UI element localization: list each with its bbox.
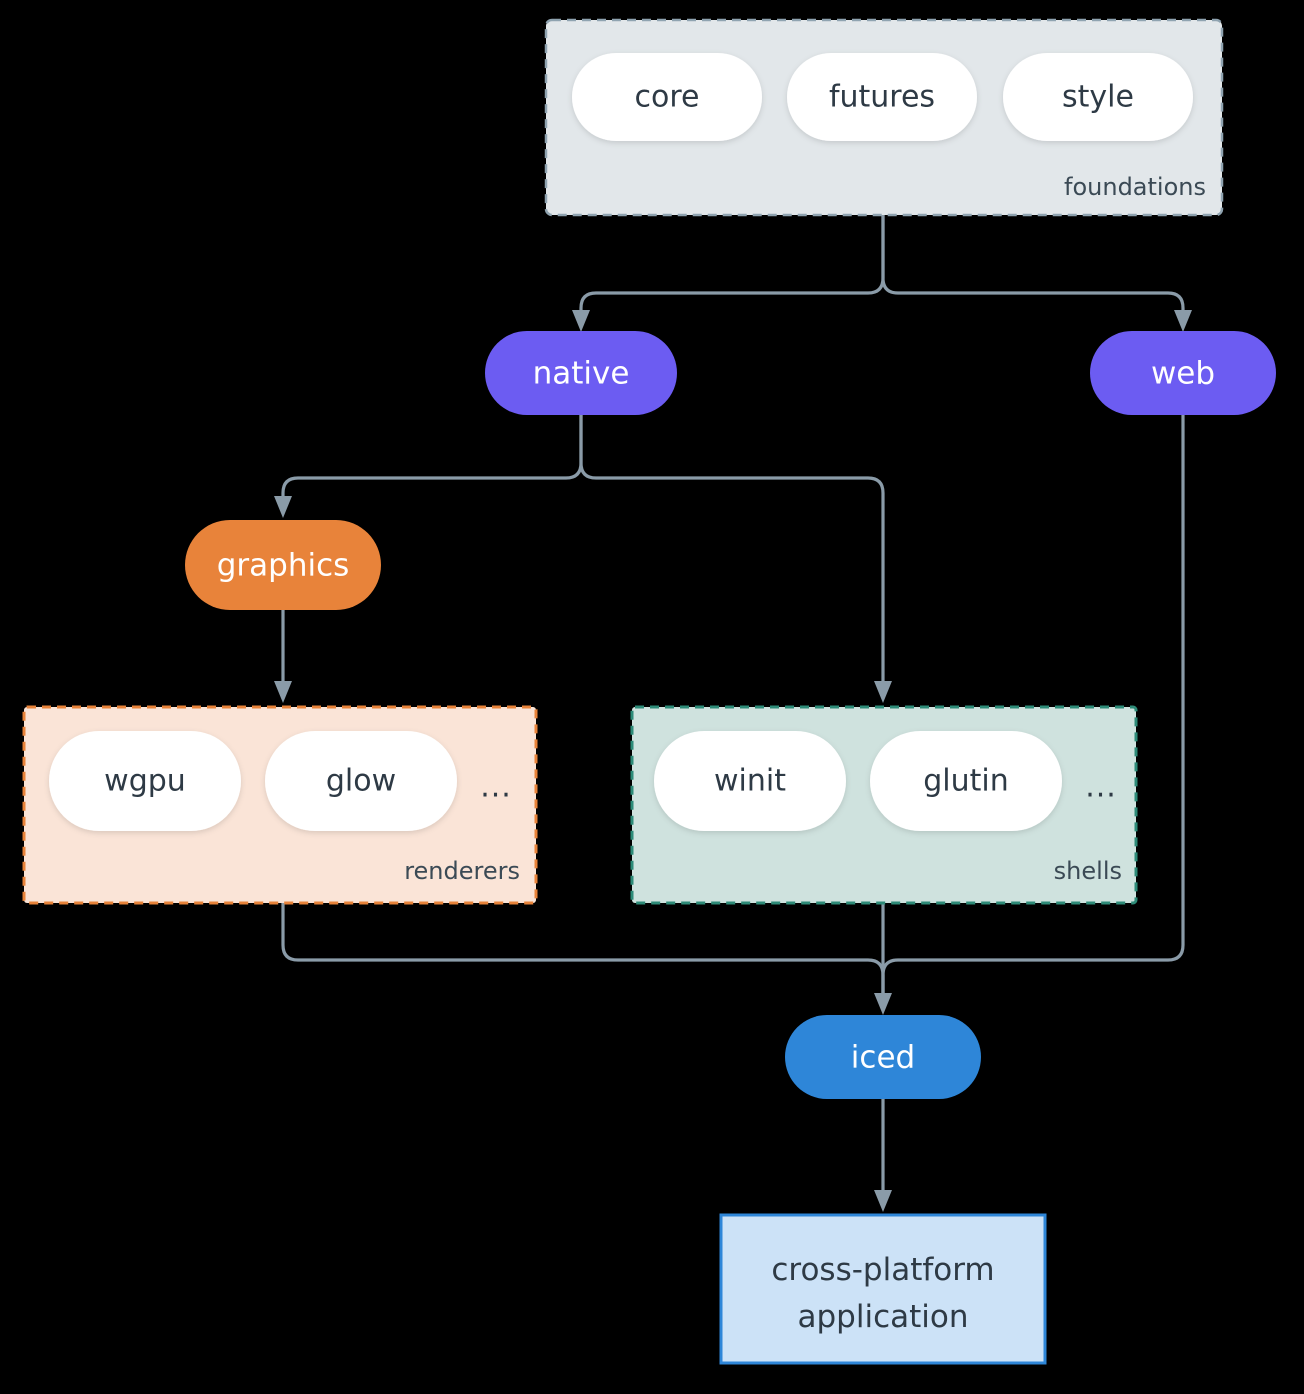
node-cross-platform-application[interactable]: cross-platform application — [719, 1213, 1047, 1365]
node-application-label-line1: cross-platform — [771, 1252, 994, 1288]
node-web[interactable]: web — [1090, 331, 1276, 415]
node-web-label: web — [1151, 356, 1215, 392]
node-core[interactable]: core — [572, 53, 762, 141]
edge-foundations-to-web — [881, 213, 1185, 320]
arrowhead-native-graphics — [274, 496, 292, 518]
node-futures-label: futures — [829, 80, 935, 115]
node-wgpu-label: wgpu — [104, 764, 186, 799]
cluster-renderers-label: renderers — [404, 857, 520, 885]
cluster-foundations[interactable]: core futures style foundations — [544, 18, 1224, 217]
arrowhead-foundations-web — [1174, 310, 1192, 332]
node-iced-label: iced — [851, 1040, 915, 1076]
node-core-shape — [572, 53, 762, 141]
node-web-shape — [1090, 331, 1276, 415]
edge-layer — [274, 213, 1192, 1212]
node-winit-label: winit — [714, 764, 786, 799]
node-application-shape — [719, 1213, 1047, 1365]
node-winit[interactable]: winit — [654, 731, 846, 831]
node-glow-shape — [265, 731, 457, 831]
node-core-label: core — [635, 80, 700, 115]
arrowhead-to-iced — [874, 993, 892, 1015]
node-wgpu[interactable]: wgpu — [49, 731, 241, 831]
edge-native-to-shells — [579, 413, 885, 689]
cluster-shells-label: shells — [1054, 857, 1122, 885]
cluster-foundations-label: foundations — [1064, 173, 1206, 201]
arrowhead-foundations-native — [572, 310, 590, 332]
node-style-shape — [1003, 53, 1193, 141]
node-winit-shape — [654, 731, 846, 831]
node-native-label: native — [533, 356, 630, 392]
cluster-renderers[interactable]: wgpu glow ... renderers — [22, 705, 538, 905]
node-graphics-label: graphics — [217, 548, 350, 584]
node-iced[interactable]: iced — [785, 1015, 981, 1099]
node-glutin-shape — [870, 731, 1062, 831]
node-style[interactable]: style — [1003, 53, 1193, 141]
node-iced-shape — [785, 1015, 981, 1099]
shells-ellipsis: ... — [1085, 770, 1117, 805]
node-futures[interactable]: futures — [787, 53, 977, 141]
node-application-label-line2: application — [798, 1299, 969, 1335]
node-wgpu-shape — [49, 731, 241, 831]
node-native[interactable]: native — [485, 331, 677, 415]
node-style-label: style — [1062, 80, 1134, 115]
cluster-shells[interactable]: winit glutin ... shells — [630, 705, 1138, 905]
node-native-shape — [485, 331, 677, 415]
node-glutin-label: glutin — [923, 764, 1009, 799]
node-futures-shape — [787, 53, 977, 141]
renderers-ellipsis: ... — [480, 770, 512, 805]
node-glow-label: glow — [326, 764, 396, 799]
node-graphics[interactable]: graphics — [185, 520, 381, 610]
node-glutin[interactable]: glutin — [870, 731, 1062, 831]
arrowhead-native-shells — [874, 681, 892, 703]
node-glow[interactable]: glow — [265, 731, 457, 831]
node-graphics-shape — [185, 520, 381, 610]
arrowhead-iced-application — [874, 1190, 892, 1212]
arrowhead-graphics-renderers — [274, 681, 292, 703]
